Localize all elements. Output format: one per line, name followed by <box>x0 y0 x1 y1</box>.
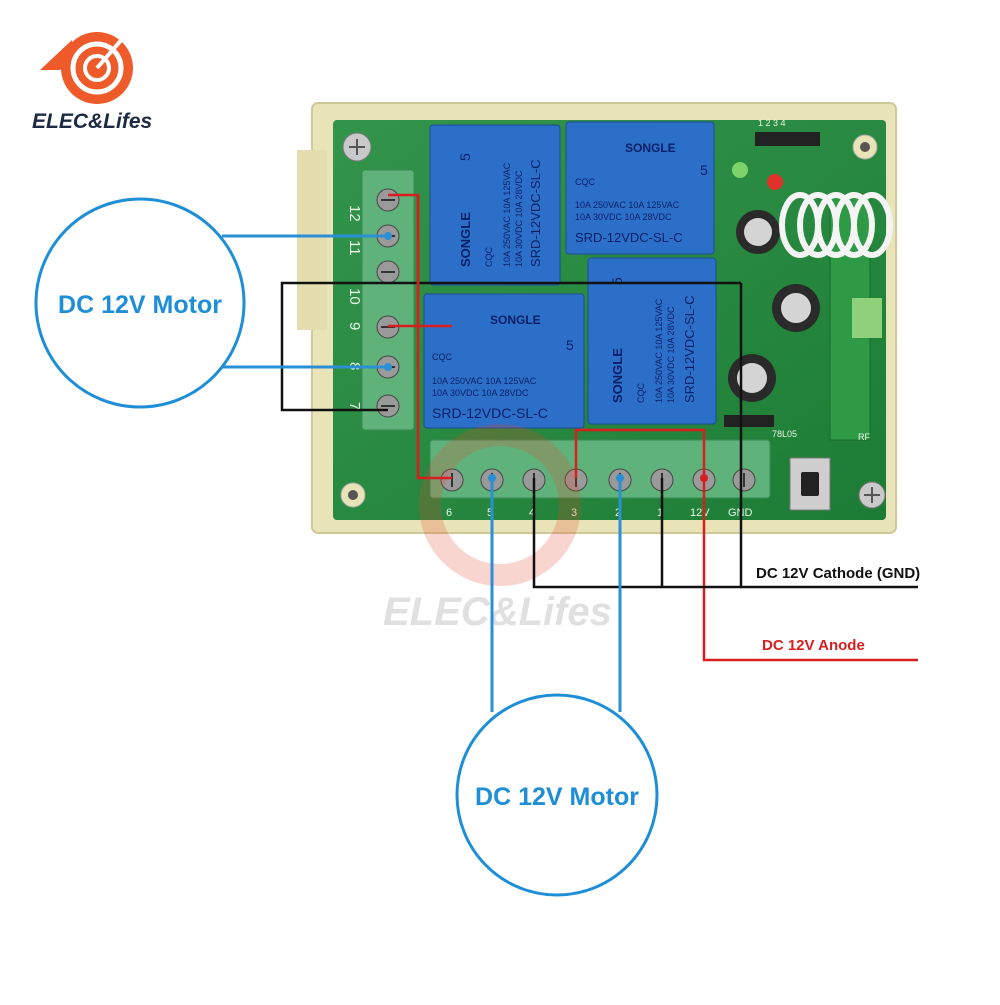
relay-brand: SONGLE <box>458 212 473 267</box>
anode-label: DC 12V Anode <box>762 637 865 654</box>
relay-number: 5 <box>457 153 473 161</box>
relay-brand: SONGLE <box>490 313 541 327</box>
terminal-label: 11 <box>346 240 363 256</box>
logo-ring-icon <box>70 41 124 95</box>
black-wire <box>532 478 741 589</box>
relay-rating: 10A 250VAC 10A 125VAC <box>432 376 537 386</box>
logo-arrow-icon <box>95 28 132 70</box>
terminal-label: 1 <box>657 507 663 519</box>
wiring <box>222 193 918 712</box>
capacitor-top-icon <box>744 218 772 246</box>
motor-circle <box>34 197 246 409</box>
relay-cert: CQC <box>432 352 453 362</box>
relay-cert: CQC <box>484 247 494 268</box>
motor-left: DC 12V Motor <box>34 197 246 409</box>
motor-circle <box>455 693 659 897</box>
relay-rating: 10A 250VAC 10A 125VAC <box>502 162 512 267</box>
terminal-label: 5 <box>487 507 493 519</box>
terminal-label: 7 <box>346 402 363 410</box>
relay-number: 5 <box>609 277 625 285</box>
relay: SONGLE 5 CQC 10A 250VAC 10A 125VAC 10A 3… <box>587 257 717 425</box>
black-wire <box>280 281 741 412</box>
brand-logo: ELEC&Lifes <box>32 28 152 133</box>
relay-brand: SONGLE <box>610 348 625 403</box>
pushbutton-cap-icon <box>801 472 819 496</box>
logo-inner-ring-icon <box>83 54 111 82</box>
relay-body <box>565 121 715 255</box>
capacitor-top-icon <box>781 293 811 323</box>
rf-module: RF <box>779 192 893 442</box>
rf-chip <box>852 298 882 338</box>
relay-number: 5 <box>700 162 708 178</box>
blue-wire-joint-icon <box>384 363 392 371</box>
terminal-label: 4 <box>529 507 535 519</box>
green-led-icon <box>732 162 748 178</box>
housing-side-tab <box>297 150 327 330</box>
mounting-holes <box>340 132 886 509</box>
relay-rating: 10A 250VAC 10A 125VAC <box>575 200 680 210</box>
terminal-label: 2 <box>615 507 621 519</box>
relay-model: SRD-12VDC-SL-C <box>432 405 548 421</box>
terminal-label: 3 <box>571 507 577 519</box>
motor-label: DC 12V Motor <box>475 783 639 811</box>
relay-cert: CQC <box>636 383 646 404</box>
motor-bottom: DC 12V Motor <box>455 693 659 897</box>
relay-rating: 10A 30VDC 10A 28VDC <box>514 170 524 267</box>
terminal-label: 12V <box>690 507 710 519</box>
relay: SONGLE 5 CQC 10A 250VAC 10A 125VAC 10A 3… <box>565 121 715 255</box>
board-components: 1 2 3 4 78L05 <box>724 118 831 511</box>
terminal-label: 12 <box>346 205 363 222</box>
header-label: 1 2 3 4 <box>758 118 786 128</box>
blue-wire-joint-icon <box>384 232 392 240</box>
screw-slot-icon <box>349 139 365 155</box>
relay-rating: 10A 30VDC 10A 28VDC <box>666 306 676 403</box>
capacitor-top-icon <box>737 363 767 393</box>
mount-hole-center-icon <box>348 490 358 500</box>
blue-wire-joint-icon <box>616 474 624 482</box>
red-wire <box>416 195 452 480</box>
watermark: ELEC&Lifes <box>383 424 612 634</box>
rf-label: RF <box>858 432 870 442</box>
relay-body <box>429 124 561 286</box>
relay-body <box>423 293 585 429</box>
relay-rating: 10A 30VDC 10A 28VDC <box>432 388 529 398</box>
blue-wire-joint-icon <box>488 474 496 482</box>
brand-name: ELEC&Lifes <box>32 110 152 133</box>
terminal-housing <box>429 439 771 499</box>
regulator-chip <box>724 415 774 427</box>
red-wire <box>574 428 918 662</box>
relay-cert: CQC <box>575 177 596 187</box>
mount-hole-center-icon <box>860 142 870 152</box>
relay-brand: SONGLE <box>625 141 676 155</box>
watermark-text: ELEC&Lifes <box>383 590 612 634</box>
relay: SONGLE 5 CQC 10A 250VAC 10A 125VAC 10A 3… <box>429 124 561 286</box>
cathode-label: DC 12V Cathode (GND) <box>756 565 920 582</box>
relay-model: SRD-12VDC-SL-C <box>528 159 543 267</box>
terminal-label: 10 <box>346 288 363 305</box>
red-wire-joint-icon <box>700 474 708 482</box>
watermark-logo-icon <box>419 424 581 586</box>
antenna-coil-icon <box>779 192 893 258</box>
terminal-label: 6 <box>446 507 452 519</box>
red-led-icon <box>767 174 783 190</box>
pin-header <box>755 132 820 146</box>
relay: SONGLE 5 CQC 10A 250VAC 10A 125VAC 10A 3… <box>423 293 585 429</box>
terminal-label: 9 <box>346 322 363 330</box>
relay-model: SRD-12VDC-SL-C <box>575 230 683 245</box>
screw-slot-icon <box>864 487 880 503</box>
logo-swoosh-icon <box>40 40 72 70</box>
regulator-label: 78L05 <box>772 429 797 439</box>
relay-rating: 10A 30VDC 10A 28VDC <box>575 212 672 222</box>
relay-number: 5 <box>566 337 574 353</box>
relay-body <box>587 257 717 425</box>
relay-rating: 10A 250VAC 10A 125VAC <box>654 298 664 403</box>
relay-model: SRD-12VDC-SL-C <box>682 295 697 403</box>
motor-label: DC 12V Motor <box>58 291 222 319</box>
